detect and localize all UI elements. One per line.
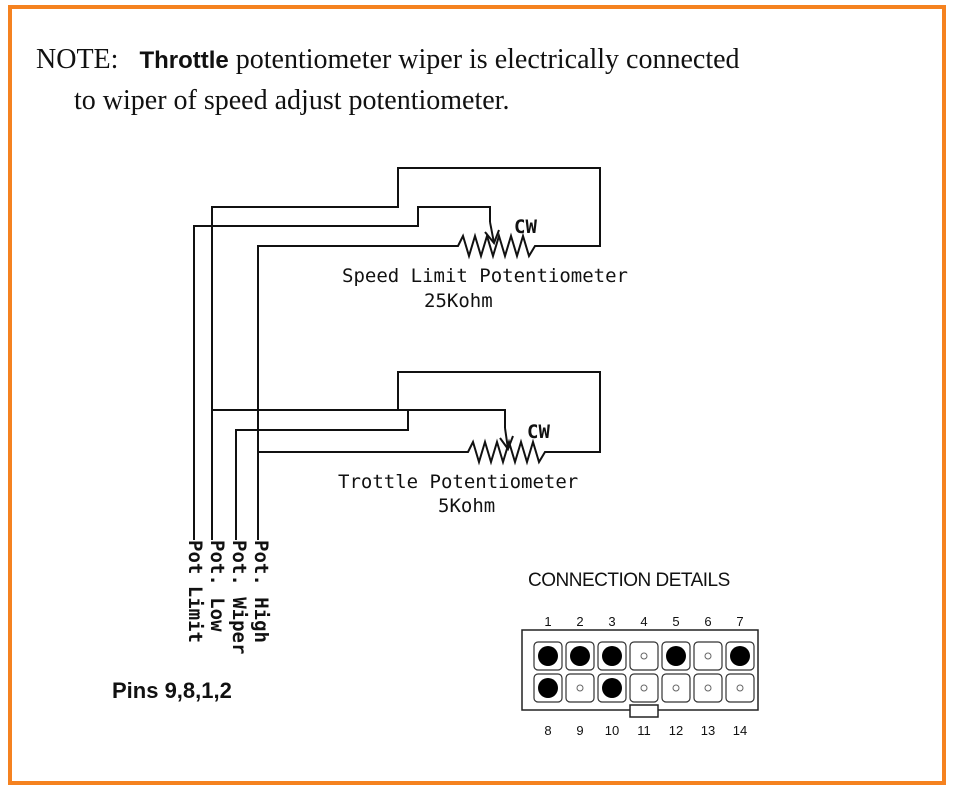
diagram-frame bbox=[8, 5, 946, 785]
connection-details-title: CONNECTION DETAILS bbox=[528, 570, 730, 591]
wire-label-pot-limit: Pot Limit bbox=[184, 540, 206, 643]
pin-number: 1 bbox=[544, 614, 551, 629]
throttle-cw-label: CW bbox=[527, 421, 550, 443]
pin-number: 11 bbox=[637, 723, 651, 738]
pin-filled bbox=[666, 646, 686, 666]
throttle-resistor bbox=[462, 438, 558, 466]
speed-wiper-arrow bbox=[489, 221, 495, 244]
note-prefix: NOTE: bbox=[36, 44, 119, 75]
pin-number: 2 bbox=[576, 614, 583, 629]
wire-label-pot-high: Pot. High bbox=[250, 540, 272, 643]
pin-number: 7 bbox=[736, 614, 743, 629]
wire-pot-high-speed bbox=[257, 245, 452, 540]
pin-empty bbox=[576, 684, 584, 692]
pin-empty bbox=[672, 684, 680, 692]
note-line-1: NOTE: Throttle potentiometer wiper is el… bbox=[36, 44, 740, 76]
note-rest: potentiometer wiper is electrically conn… bbox=[235, 44, 740, 75]
pin-number: 8 bbox=[544, 723, 551, 738]
pin-empty bbox=[736, 684, 744, 692]
pin-number: 12 bbox=[669, 723, 683, 738]
pin-number: 10 bbox=[605, 723, 619, 738]
throttle-pot-value: 5Kohm bbox=[438, 495, 495, 517]
throttle-wiper-arrow bbox=[504, 427, 509, 450]
pin-filled bbox=[730, 646, 750, 666]
speed-pot-value: 25Kohm bbox=[424, 290, 493, 312]
pin-number: 14 bbox=[733, 723, 747, 738]
note-line-2: to wiper of speed adjust potentiometer. bbox=[74, 85, 510, 116]
pins-label: Pins 9,8,1,2 bbox=[112, 678, 232, 703]
pin-empty bbox=[704, 652, 712, 660]
note-bold-word: Throttle bbox=[139, 47, 229, 74]
wire-throttle-top-loop bbox=[397, 371, 601, 453]
speed-pot-name: Speed Limit Potentiometer bbox=[342, 265, 628, 287]
throttle-wiper-arrowhead bbox=[499, 435, 514, 452]
speed-wiper-arrowhead bbox=[484, 229, 500, 245]
wire-pot-low bbox=[212, 409, 506, 428]
pin-number: 6 bbox=[704, 614, 711, 629]
wire-speed-top-loop bbox=[211, 167, 601, 540]
pin-empty bbox=[704, 684, 712, 692]
pin-number: 9 bbox=[576, 723, 583, 738]
pin-number: 3 bbox=[608, 614, 615, 629]
speed-cw-label: CW bbox=[514, 216, 537, 238]
pin-empty bbox=[640, 652, 648, 660]
pin-filled bbox=[602, 646, 622, 666]
pin-number: 4 bbox=[640, 614, 647, 629]
pin-filled bbox=[538, 646, 558, 666]
pin-filled bbox=[538, 678, 558, 698]
wire-pot-wiper bbox=[235, 410, 409, 540]
wire-pot-limit bbox=[193, 206, 491, 540]
pin-number: 13 bbox=[701, 723, 715, 738]
pin-filled bbox=[602, 678, 622, 698]
pin-empty bbox=[640, 684, 648, 692]
wire-label-pot-low: Pot. Low bbox=[206, 540, 228, 632]
connector-latch bbox=[629, 704, 659, 718]
pin-filled bbox=[570, 646, 590, 666]
wire-label-pot-wiper: Pot. Wiper bbox=[228, 540, 250, 654]
pin-number: 5 bbox=[672, 614, 679, 629]
throttle-pot-name: Trottle Potentiometer bbox=[338, 471, 578, 493]
speed-resistor bbox=[452, 232, 548, 260]
